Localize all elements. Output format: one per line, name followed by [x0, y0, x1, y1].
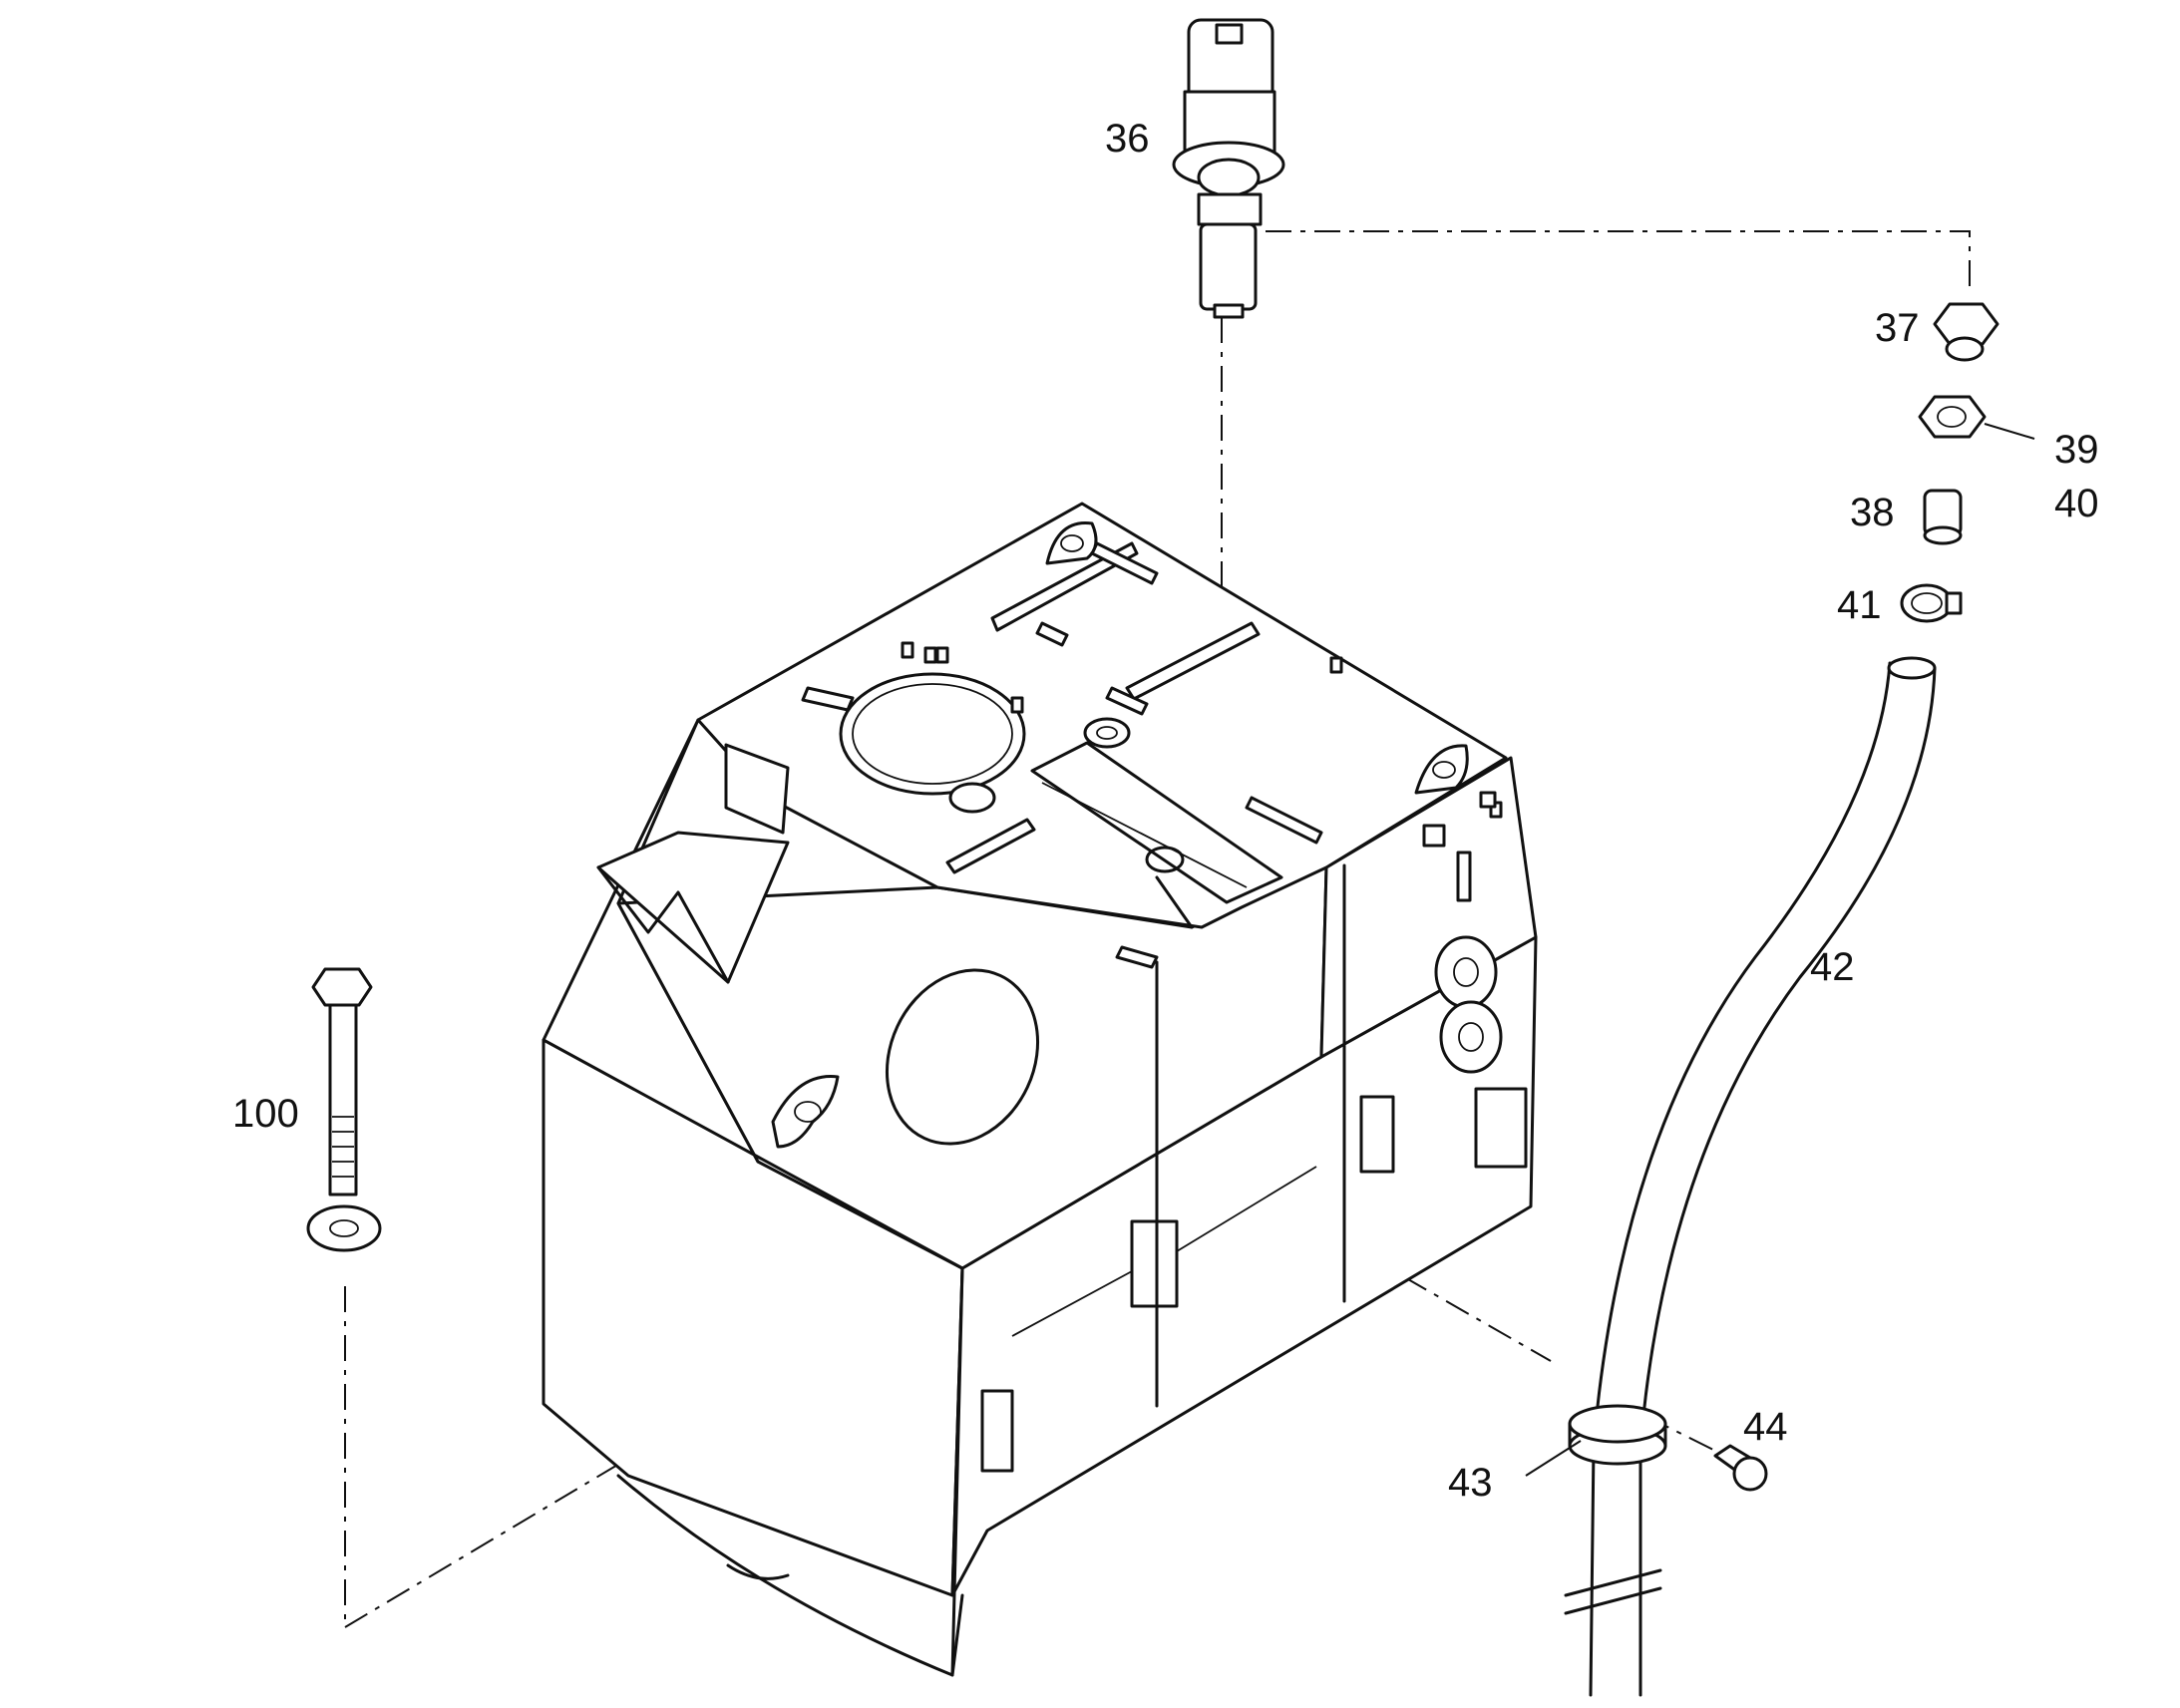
leader-lines — [1525, 423, 2035, 1477]
front-panel-details — [885, 863, 1528, 1473]
callout-42: 42 — [1810, 945, 1855, 989]
callout-39: 39 — [2054, 428, 2099, 472]
top-deck-details — [801, 521, 1503, 969]
callout-37: 37 — [1875, 306, 1920, 350]
callout-43: 43 — [1448, 1461, 1493, 1505]
callout-labels: 36 37 39 40 38 41 42 43 44 100 — [232, 117, 2099, 1505]
washer-100 — [306, 1204, 382, 1252]
callout-38: 38 — [1850, 491, 1895, 534]
right-panel-details — [1422, 791, 1503, 1074]
cap-screw-44 — [1713, 1444, 1768, 1492]
callout-36: 36 — [1105, 117, 1150, 161]
bolt-100 — [311, 967, 373, 1196]
callout-100: 100 — [232, 1092, 299, 1136]
hose-clamp-41 — [1900, 583, 1963, 623]
callout-41: 41 — [1837, 583, 1882, 627]
hex-nut-39 — [1918, 395, 1987, 439]
hose-clip-43 — [1568, 1404, 1667, 1466]
sleeve-38 — [1923, 489, 1963, 545]
left-panel-details — [596, 743, 840, 1149]
breather-filter-36 — [1172, 18, 1285, 319]
hose-42 — [1564, 656, 1937, 1697]
nut-37 — [1933, 302, 1999, 362]
tank-body — [542, 502, 1538, 1677]
callout-44: 44 — [1743, 1405, 1788, 1449]
callout-40: 40 — [2054, 482, 2099, 525]
